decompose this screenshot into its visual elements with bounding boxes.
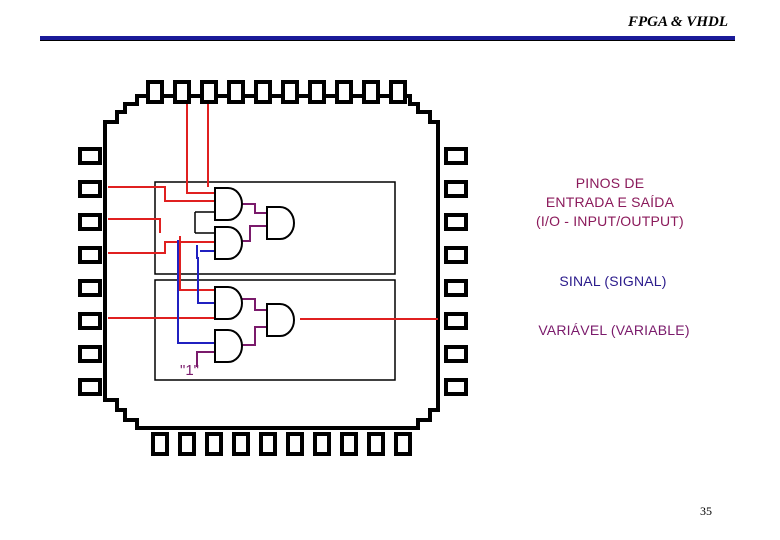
chip-pins bbox=[78, 80, 468, 456]
and-gate-5 bbox=[266, 303, 295, 337]
pin-left bbox=[78, 147, 102, 165]
and-gate-3 bbox=[266, 206, 295, 240]
pin-left bbox=[78, 378, 102, 396]
pin-top bbox=[335, 80, 353, 104]
label-io-line-3: (I/O - INPUT/OUTPUT) bbox=[536, 213, 684, 229]
pin-top bbox=[308, 80, 326, 104]
signal-wires bbox=[177, 240, 215, 344]
label-io-pins: PINOS DE ENTRADA E SAÍDA (I/O - INPUT/OU… bbox=[515, 174, 705, 231]
pin-left bbox=[78, 213, 102, 231]
pin-top bbox=[227, 80, 245, 104]
pin-bottom bbox=[151, 432, 169, 456]
and-gate-4 bbox=[214, 286, 243, 320]
pin-bottom bbox=[286, 432, 304, 456]
pin-right bbox=[444, 246, 468, 264]
pin-bottom bbox=[259, 432, 277, 456]
and-gate-2 bbox=[214, 226, 243, 260]
and-gate-1 bbox=[214, 187, 243, 221]
header-rule bbox=[40, 36, 735, 40]
pin-bottom bbox=[340, 432, 358, 456]
pin-right bbox=[444, 345, 468, 363]
pin-right bbox=[444, 378, 468, 396]
pin-bottom bbox=[232, 432, 250, 456]
pin-top bbox=[173, 80, 191, 104]
pin-bottom bbox=[313, 432, 331, 456]
pin-bottom bbox=[394, 432, 412, 456]
pin-right bbox=[444, 180, 468, 198]
pin-left bbox=[78, 345, 102, 363]
and-gate-6 bbox=[214, 329, 243, 363]
pin-top bbox=[389, 80, 407, 104]
pin-top bbox=[281, 80, 299, 104]
page-number: 35 bbox=[700, 504, 712, 518]
label-variable: VARIÁVEL (VARIABLE) bbox=[538, 322, 690, 338]
pin-top bbox=[146, 80, 164, 104]
header-rule-thin bbox=[40, 40, 735, 41]
pin-bottom bbox=[205, 432, 223, 456]
pin-top bbox=[200, 80, 218, 104]
pin-right bbox=[444, 279, 468, 297]
header-title: FPGA & VHDL bbox=[627, 14, 728, 30]
label-io-line-1: PINOS DE bbox=[575, 175, 645, 191]
pin-top bbox=[254, 80, 272, 104]
logic-block-top bbox=[154, 181, 396, 275]
pin-right bbox=[444, 213, 468, 231]
label-constant-one: "1" bbox=[180, 362, 199, 379]
pin-left bbox=[78, 312, 102, 330]
label-signal: SINAL (SIGNAL) bbox=[559, 273, 667, 289]
pin-right bbox=[444, 312, 468, 330]
pin-left bbox=[78, 180, 102, 198]
pin-right bbox=[444, 147, 468, 165]
pin-top bbox=[362, 80, 380, 104]
logic-block-bottom bbox=[154, 279, 396, 381]
pin-left bbox=[78, 246, 102, 264]
label-io-line-2: ENTRADA E SAÍDA bbox=[545, 194, 675, 210]
pin-bottom bbox=[178, 432, 196, 456]
variable-wires bbox=[196, 203, 267, 367]
io-wires bbox=[108, 104, 438, 320]
pin-left bbox=[78, 279, 102, 297]
pin-bottom bbox=[367, 432, 385, 456]
chip-body bbox=[103, 94, 440, 430]
